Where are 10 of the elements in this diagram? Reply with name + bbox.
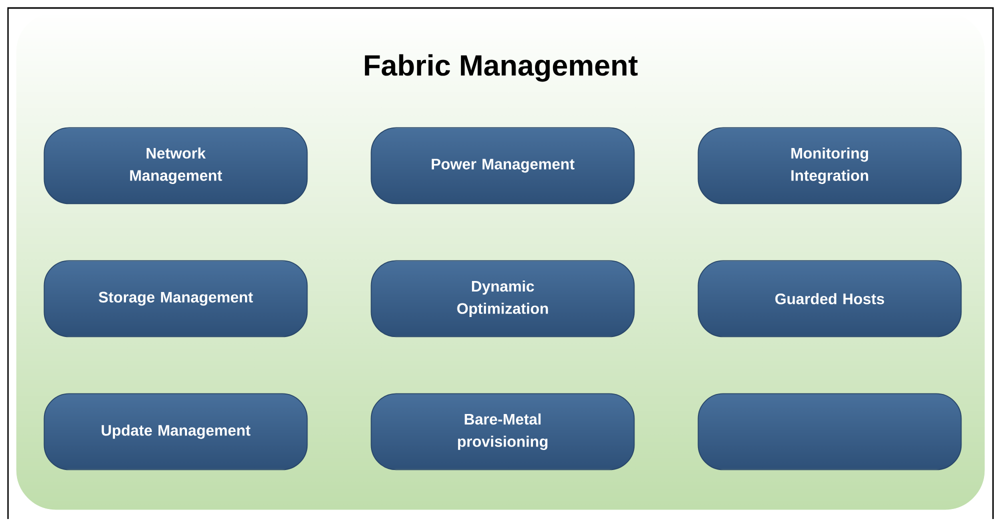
process-box: Power Management <box>370 127 635 204</box>
process-box: Guarded Hosts <box>698 260 962 338</box>
process-box: Dynamic Optimization <box>370 260 635 338</box>
process-box: Storage Management <box>44 260 308 338</box>
process-box: Network Management <box>44 127 308 204</box>
title: Fabric Management <box>364 54 638 82</box>
process-box: Update Management <box>44 393 308 470</box>
process-box: Monitoring Integration <box>698 127 962 204</box>
process-box: Bare-Metal provisioning <box>370 393 635 470</box>
blank-box <box>698 393 962 470</box>
